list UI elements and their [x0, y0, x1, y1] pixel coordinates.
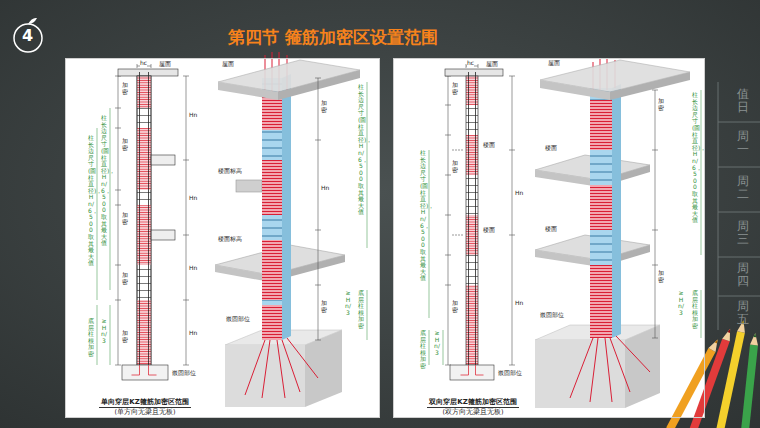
caption-subtitle: (双方向无梁且无板) [398, 408, 548, 417]
caption-block: 双向穿层KZ箍筋加密区范围(双方向无梁且无板) [398, 389, 548, 417]
drawing-label: 楼面 [545, 226, 557, 233]
vertical-label: 加密 [452, 82, 458, 95]
vertical-label: 底层柱根加密 [358, 290, 364, 330]
drawing-label: Hn [189, 265, 197, 272]
vertical-label: 加密 [122, 272, 128, 285]
vertical-label: 底层柱根加密 [692, 290, 698, 330]
chalk-text: 周五 [737, 300, 749, 326]
drawing-label: 嵌固部位 [172, 370, 196, 377]
drawing-label: 嵌固部位 [226, 316, 250, 323]
vertical-label: 加密 [658, 270, 664, 283]
vertical-label: 柱长边尺寸(圆柱直径)，Hn/6，500取其最大值 [692, 92, 698, 224]
drawing-panel: 双向穿层KZ箍筋加密区范围(双方向无梁且无板) [393, 58, 705, 418]
vertical-label: 加密 [122, 82, 128, 95]
vertical-label: 加密 [321, 300, 327, 313]
vertical-label: 底层柱根加密 [88, 318, 94, 358]
drawing-label: 嵌固部位 [540, 312, 564, 319]
chalk-text: 周一 [737, 130, 749, 156]
caption-title: 双向穿层KZ箍筋加密区范围 [427, 398, 519, 408]
caption-subtitle: (单方向无梁且无板) [70, 408, 220, 417]
drawing-label: 屋面 [222, 61, 234, 68]
caption-title: 单向穿层KZ箍筋加密区范围 [99, 398, 191, 408]
vertical-label: 加密 [122, 330, 128, 343]
drawing-label: hc [467, 60, 474, 67]
drawing-label: Hn [189, 330, 197, 337]
vertical-label: ≥Hn/3 [345, 290, 351, 316]
vertical-label: 加密 [452, 160, 458, 173]
vertical-label: 加密 [122, 138, 128, 151]
chalk-text: 周三 [737, 220, 749, 246]
caption-block: 单向穿层KZ箍筋加密区范围(单方向无梁且无板) [70, 389, 220, 417]
drawing-label: 楼面 [545, 145, 557, 152]
chalk-text: 值日 [737, 88, 749, 114]
section-number: 4 [22, 27, 33, 45]
vertical-label: 柱长边尺寸(圆柱直径)，Hn/6，500取其最大值 [420, 150, 426, 282]
drawing-label: 屋面 [548, 60, 560, 67]
vertical-label: 加密 [658, 98, 664, 111]
vertical-label: ≥Hn/3 [678, 290, 684, 316]
drawing-label: 楼面标高 [218, 168, 242, 175]
vertical-label: 柱长边尺寸(圆柱直径)，Hn/6，500取其最大值 [88, 135, 94, 267]
drawing-label: 屋面 [159, 61, 171, 68]
drawing-label: 楼面标高 [218, 236, 242, 243]
vertical-label: ≥Hn/3 [434, 330, 440, 356]
drawing-label: 屋面 [486, 61, 498, 68]
vertical-label: 加密 [122, 212, 128, 225]
vertical-label: 加密 [321, 100, 327, 113]
vertical-label: 柱长边尺寸(圆柱直径)，Hn/6，500取其最大值 [358, 84, 364, 216]
drawing-label: Hn [189, 112, 197, 119]
drawing-label: Hn [515, 300, 523, 307]
chalk-text: 周二 [737, 175, 749, 201]
vertical-label: 底层柱根加密 [420, 330, 426, 370]
vertical-label: 柱长边尺寸(圆柱直径)，Hn/6，500取其最大值 [101, 115, 107, 247]
slide-title: 第四节 箍筋加密区设置范围 [228, 26, 438, 49]
vertical-label: ≥Hn/3 [101, 318, 107, 344]
drawing-label: hc [140, 60, 147, 67]
drawing-label: Hn [321, 185, 329, 192]
chalk-text: 周四 [737, 262, 749, 288]
drawing-label: Hn [515, 190, 523, 197]
drawing-label: Hn [189, 195, 197, 202]
drawing-label: 嵌固部位 [498, 370, 522, 377]
vertical-label: 加密 [452, 300, 458, 313]
drawing-label: 楼面 [483, 142, 495, 149]
drawing-label: 楼面 [483, 227, 495, 234]
